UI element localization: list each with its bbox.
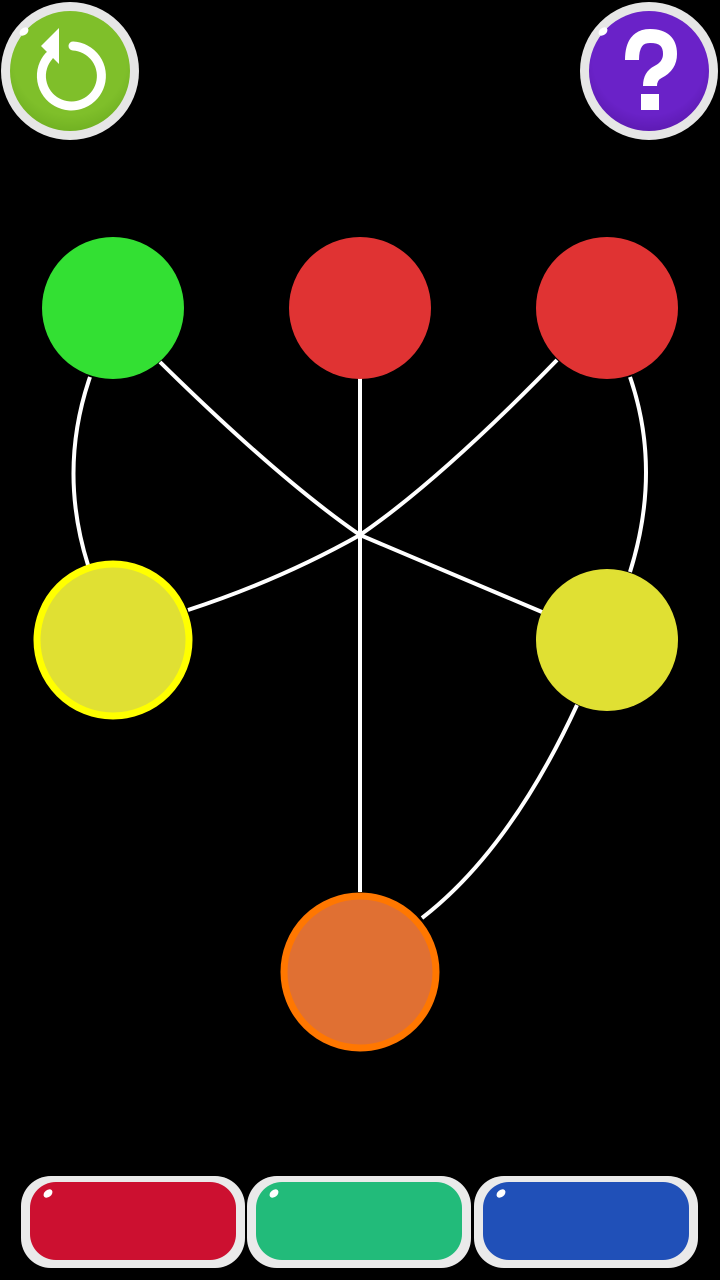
restart-arrow-icon bbox=[36, 28, 106, 111]
edge-top-left-middle-left bbox=[71, 376, 92, 566]
node-middle-left[interactable] bbox=[33, 560, 193, 720]
question-mark-icon bbox=[625, 29, 677, 110]
edge-top-right-middle-left bbox=[187, 358, 559, 612]
edge-top-left-middle-right bbox=[158, 360, 543, 614]
restart-button[interactable] bbox=[1, 2, 139, 140]
node-top-center[interactable] bbox=[289, 237, 431, 379]
node-bottom[interactable] bbox=[280, 892, 440, 1052]
red-color-button[interactable] bbox=[21, 1176, 245, 1268]
help-button[interactable] bbox=[580, 2, 718, 140]
node-middle-right[interactable] bbox=[536, 569, 678, 711]
node-top-right[interactable] bbox=[536, 237, 678, 379]
edge-top-right-middle-right bbox=[628, 376, 648, 573]
blue-color-button[interactable] bbox=[474, 1176, 698, 1268]
green-color-button[interactable] bbox=[247, 1176, 471, 1268]
edge-middle-right-bottom bbox=[420, 704, 579, 920]
node-top-left[interactable] bbox=[42, 237, 184, 379]
